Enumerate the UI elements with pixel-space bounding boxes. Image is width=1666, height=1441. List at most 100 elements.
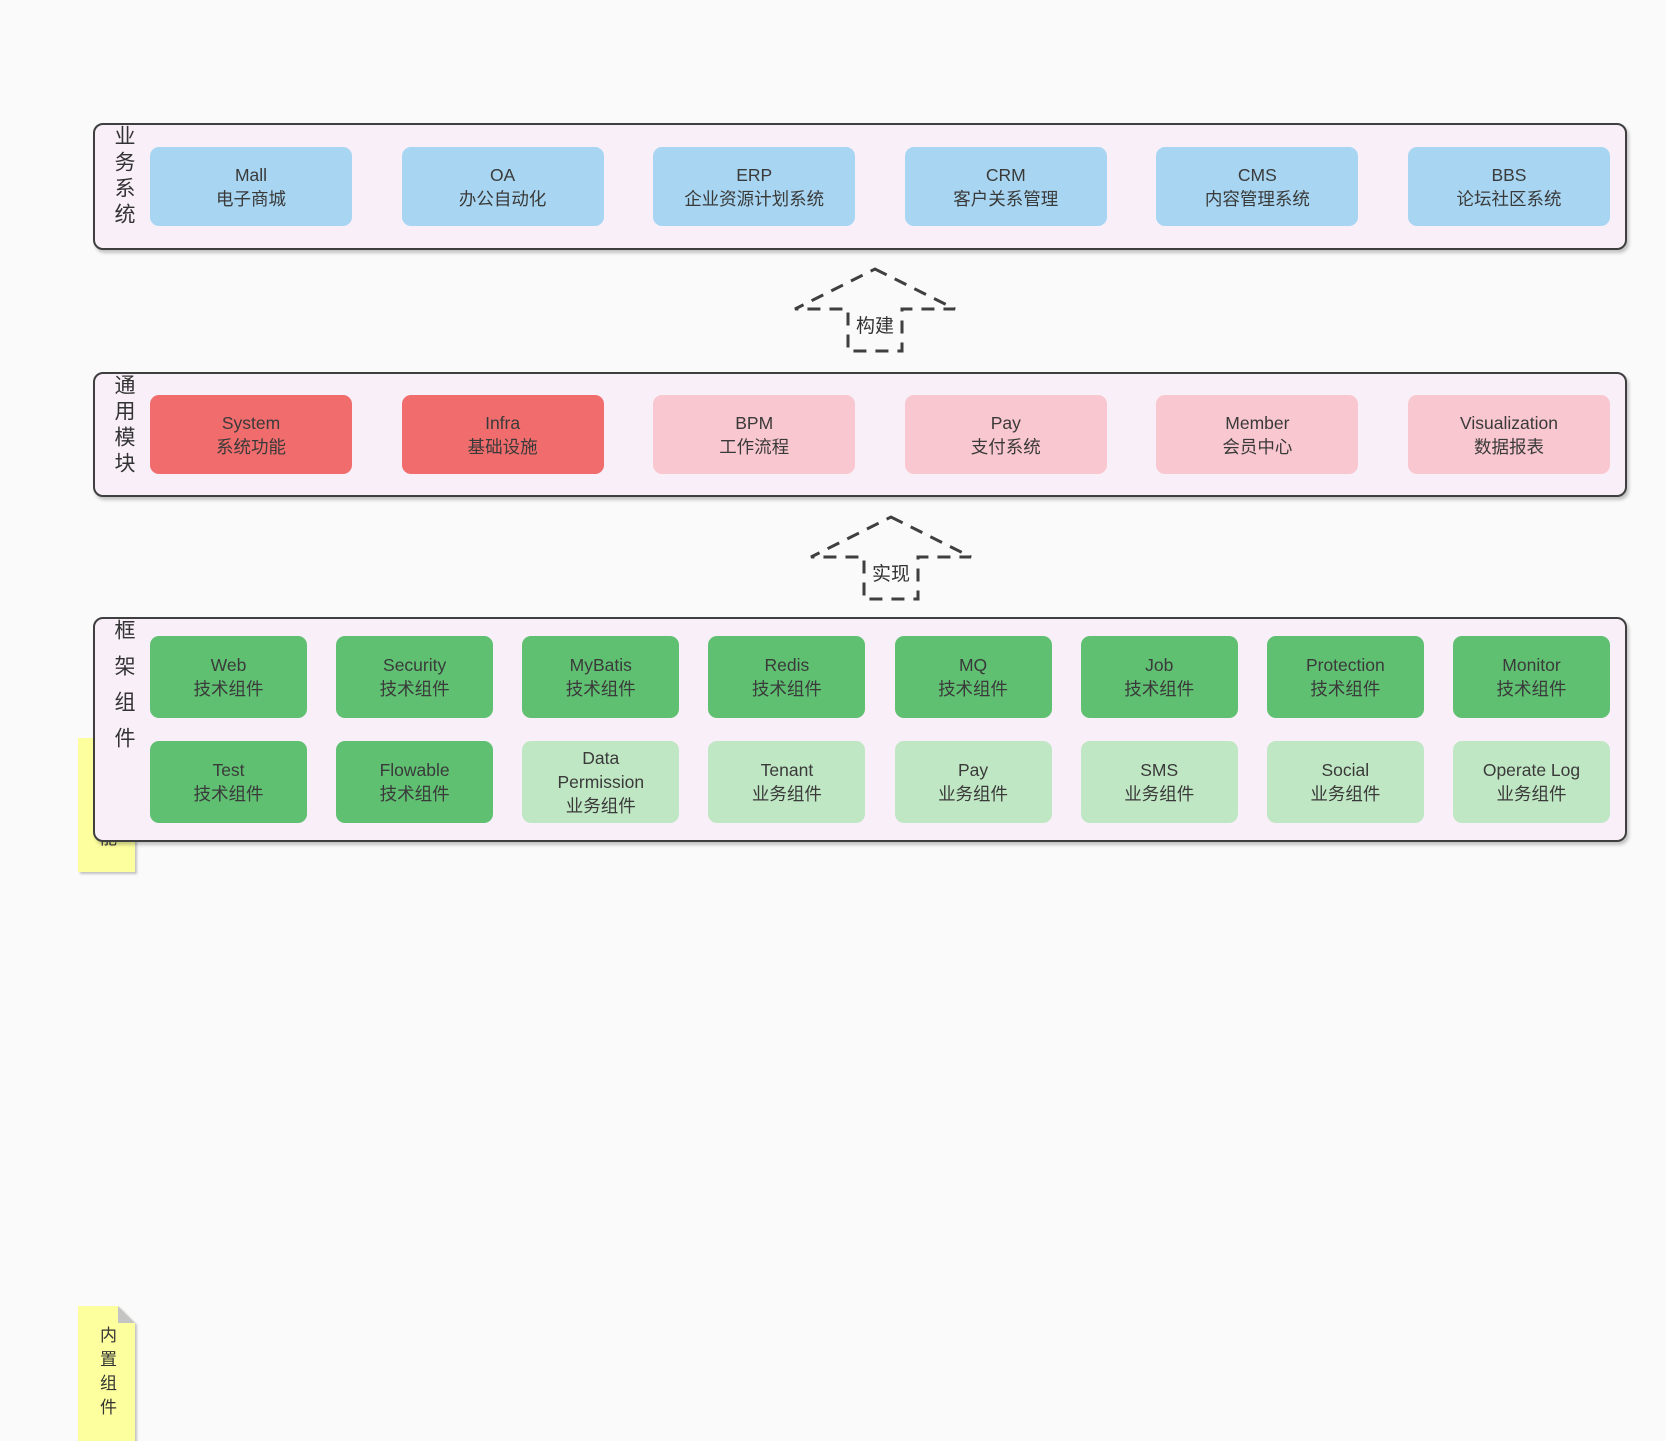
box-subtitle: 基础设施: [467, 436, 538, 457]
up-arrow-implement: 实现: [806, 514, 976, 602]
component-box-bbs: BBS 论坛社区系统: [1407, 147, 1610, 226]
box-subtitle: 办公自动化: [458, 188, 547, 209]
component-box-mybatis: MyBatis 技术组件: [522, 636, 680, 718]
box-subtitle: 技术组件: [379, 784, 450, 804]
box-subtitle: 工作流程: [719, 436, 790, 457]
box-subtitle: 技术组件: [193, 679, 264, 699]
box-subtitle: 技术组件: [1124, 679, 1195, 699]
box-subtitle: 业务组件: [938, 784, 1009, 804]
box-subtitle: 论坛社区系统: [1456, 188, 1562, 209]
box-title: BBS: [1491, 164, 1527, 185]
box-title: SMS: [1140, 760, 1179, 780]
box-title: BPM: [735, 412, 774, 433]
box-title: Redis: [764, 655, 810, 675]
box-title: Web: [210, 655, 247, 675]
component-box-sms: SMS 业务组件: [1080, 741, 1238, 823]
box-subtitle: 业务组件: [751, 784, 822, 804]
box-title: Job: [1145, 655, 1174, 675]
box-subtitle: 业务组件: [1496, 784, 1567, 804]
box-subtitle: 技术组件: [1496, 679, 1567, 699]
box-title: MQ: [958, 655, 988, 675]
box-subtitle: 技术组件: [379, 679, 450, 699]
band-label-framework-components: 框架组件: [112, 619, 135, 763]
box-title: CRM: [985, 164, 1026, 185]
component-box-security: Security 技术组件: [336, 636, 494, 718]
component-box-operate-log: Operate Log 业务组件: [1452, 741, 1610, 823]
box-title: Test: [212, 760, 245, 780]
component-box-flowable: Flowable 技术组件: [336, 741, 494, 823]
box-title: System: [221, 412, 281, 433]
component-box-pay: Pay 业务组件: [894, 741, 1052, 823]
box-title: OA: [489, 164, 516, 185]
up-arrow-build: 构建: [790, 266, 960, 354]
box-title: Infra: [485, 412, 521, 433]
box-title: Operate Log: [1482, 760, 1581, 780]
arrow-label-build: 构建: [851, 310, 899, 339]
box-title: MyBatis: [569, 655, 632, 675]
box-title: Data Permission: [557, 748, 645, 792]
dashed-up-arrow-icon: [794, 267, 956, 353]
box-title: Visualization: [1460, 412, 1558, 433]
box-subtitle: 技术组件: [1310, 679, 1381, 699]
box-subtitle: 技术组件: [938, 679, 1009, 699]
component-box-test: Test 技术组件: [150, 741, 307, 823]
box-subtitle: 会员中心: [1222, 436, 1293, 457]
box-subtitle: 系统功能: [216, 436, 286, 457]
component-box-cms: CMS 内容管理系统: [1156, 147, 1359, 226]
arrow-label-implement: 实现: [867, 558, 915, 587]
component-box-infra: Infra 基础设施: [401, 395, 604, 474]
dashed-up-arrow-icon: [810, 515, 972, 601]
component-row: Mall 电子商城 OA 办公自动化 ERP 企业资源计划系统 CRM 客户关系管理 CMS 内容…: [150, 147, 1610, 226]
band-label-common-modules: 通用模块: [112, 374, 135, 478]
box-subtitle: 技术组件: [751, 679, 822, 699]
component-box-bpm: BPM 工作流程: [653, 395, 856, 474]
box-title: Security: [383, 655, 447, 675]
box-subtitle: 业务组件: [565, 796, 636, 816]
band-label-business-systems: 业务系统: [112, 125, 135, 229]
component-box-job: Job 技术组件: [1080, 636, 1238, 718]
box-title: Pay: [957, 760, 989, 780]
sticky-note-built-in-components: 内置组件: [39, 653, 96, 788]
box-title: Social: [1321, 760, 1370, 780]
component-box-data-permission: Data Permission 业务组件: [522, 741, 680, 823]
box-title: ERP: [736, 164, 773, 185]
box-subtitle: 技术组件: [565, 679, 636, 699]
box-title: Protection: [1305, 655, 1385, 675]
component-box-tenant: Tenant 业务组件: [708, 741, 866, 823]
box-subtitle: 电子商城: [216, 188, 286, 209]
component-box-erp: ERP 企业资源计划系统: [653, 147, 856, 226]
box-title: CMS: [1237, 164, 1277, 185]
box-subtitle: 业务组件: [1310, 784, 1381, 804]
component-box-web: Web 技术组件: [150, 636, 307, 718]
box-subtitle: 业务组件: [1124, 784, 1195, 804]
note-label: 内置组件: [97, 1325, 116, 1422]
band-content: Mall 电子商城 OA 办公自动化 ERP 企业资源计划系统 CRM 客户关系管理 CMS 内容…: [150, 125, 1610, 248]
box-title: Flowable: [379, 760, 450, 780]
box-subtitle: 内容管理系统: [1204, 188, 1310, 209]
box-title: Tenant: [760, 760, 814, 780]
box-subtitle: 支付系统: [970, 436, 1041, 457]
box-subtitle: 技术组件: [193, 784, 264, 804]
sticky-note-body: 内置组件: [78, 1306, 135, 1441]
box-title: Mall: [234, 164, 268, 185]
component-box-oa: OA 办公自动化: [401, 147, 604, 226]
component-box-social: Social 业务组件: [1266, 741, 1424, 823]
component-box-mall: Mall 电子商城: [150, 147, 352, 226]
sticky-note-built-in-features: 内置功能: [39, 369, 96, 503]
component-box-mq: MQ 技术组件: [894, 636, 1052, 718]
box-subtitle: 企业资源计划系统: [684, 188, 825, 209]
box-subtitle: 客户关系管理: [953, 188, 1059, 209]
component-box-redis: Redis 技术组件: [708, 636, 866, 718]
component-box-system: System 系统功能: [150, 395, 352, 474]
component-box-member: Member 会员中心: [1156, 395, 1359, 474]
box-subtitle: 数据报表: [1473, 436, 1544, 457]
box-title: Member: [1225, 412, 1290, 433]
